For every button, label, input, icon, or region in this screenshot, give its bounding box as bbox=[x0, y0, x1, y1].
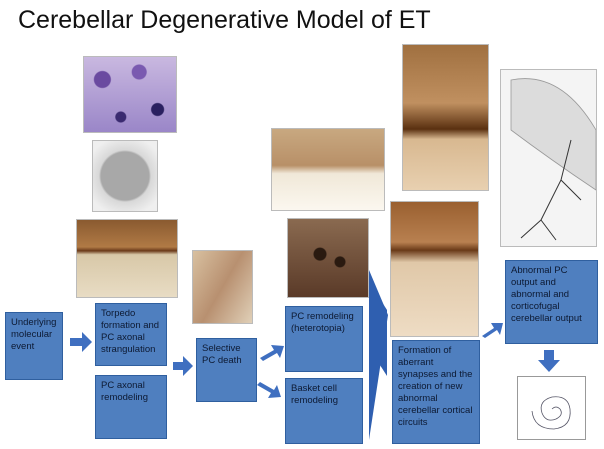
arrow-underlying-to-torpedo bbox=[70, 332, 92, 352]
tremor-spiral-image bbox=[517, 376, 586, 440]
axon-collateral-image-top bbox=[402, 44, 489, 191]
box-selective-pc-death: Selective PC death bbox=[196, 338, 257, 402]
heterotopia-image bbox=[271, 128, 385, 211]
box-torpedo-formation: Torpedo formation and PC axonal strangul… bbox=[95, 303, 167, 366]
box-pc-axonal-remodeling: PC axonal remodeling bbox=[95, 375, 167, 439]
box-pc-remodeling: PC remodeling (heterotopia) bbox=[285, 306, 363, 372]
box-aberrant-synapses: Formation of aberrant synapses and the c… bbox=[392, 340, 480, 444]
box-basket-cell-remodeling: Basket cell remodeling bbox=[285, 378, 363, 444]
arrow-down-to-spiral bbox=[538, 350, 560, 372]
cerebellum-section-image bbox=[192, 250, 253, 324]
stained-tissue-image-purple bbox=[83, 56, 177, 133]
box-abnormal-output: Abnormal PC output and abnormal and cort… bbox=[505, 260, 598, 344]
box-underlying-event: Underlying molecular event bbox=[5, 312, 63, 380]
arrow-large-wedge bbox=[369, 270, 388, 440]
purkinje-layer-image bbox=[76, 219, 178, 298]
arrow-to-basket-cell bbox=[257, 382, 281, 398]
spiral-drawing bbox=[531, 396, 571, 430]
arrow-to-pc-remodeling bbox=[260, 345, 284, 361]
micrograph-gray-image bbox=[92, 140, 158, 212]
arrow-to-abnormal-output bbox=[482, 323, 503, 338]
purkinje-cell-drawing bbox=[510, 78, 596, 241]
slide-title: Cerebellar Degenerative Model of ET bbox=[18, 6, 431, 34]
axon-collateral-image-bottom bbox=[390, 201, 479, 337]
purkinje-cell-diagram-image bbox=[500, 69, 597, 247]
arrow-to-selective-death bbox=[173, 356, 193, 376]
basket-cell-image bbox=[287, 218, 369, 298]
